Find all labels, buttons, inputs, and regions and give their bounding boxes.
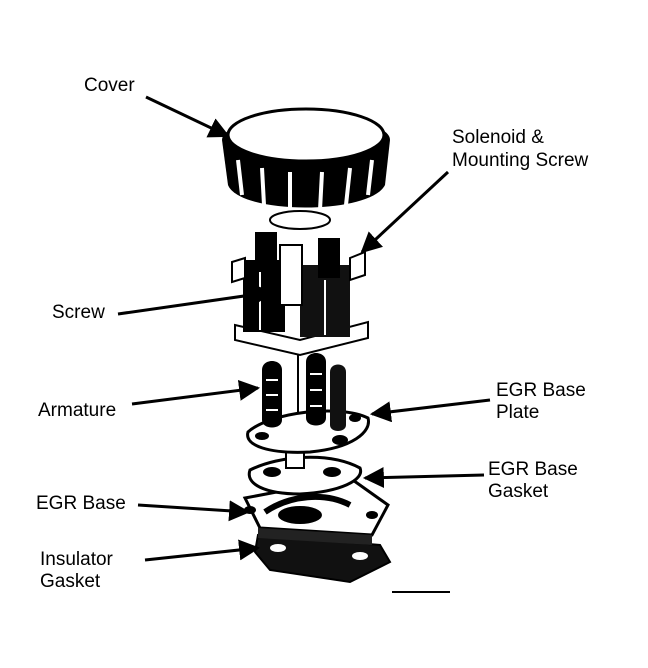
egr-base-gasket-part xyxy=(247,447,363,496)
insulator-gasket-part xyxy=(253,533,392,584)
armature-label: Armature xyxy=(38,400,117,421)
leader-arrows xyxy=(117,95,491,562)
solenoid-arrow xyxy=(360,170,450,254)
egr-base-plate-arrow xyxy=(369,398,491,423)
screw-label: Screw xyxy=(52,302,105,323)
cover-arrow xyxy=(145,95,230,138)
screw-arrow xyxy=(117,284,275,316)
solenoid-label-line2: Mounting Screw xyxy=(452,150,589,171)
insulator-label-line1: Insulator xyxy=(40,549,113,570)
egr-base-gasket-label-line2: Gasket xyxy=(488,481,549,502)
armature-part xyxy=(262,353,346,431)
insulator-arrow xyxy=(144,539,261,562)
egr-base-plate-label-line2: Plate xyxy=(496,402,540,423)
armature-arrow xyxy=(131,379,261,406)
cover-part xyxy=(222,107,390,211)
egr-base-arrow xyxy=(137,500,251,522)
solenoid-label-line1: Solenoid & xyxy=(452,127,544,148)
egr-base-plate-label-line1: EGR Base xyxy=(496,380,586,401)
solenoid-assembly-part xyxy=(231,210,369,357)
egr-base-gasket-arrow xyxy=(362,467,485,489)
cover-label: Cover xyxy=(84,75,135,96)
egr-base-gasket-label-line1: EGR Base xyxy=(488,459,578,480)
egr-base-label: EGR Base xyxy=(36,493,126,514)
insulator-label-line2: Gasket xyxy=(40,571,101,592)
